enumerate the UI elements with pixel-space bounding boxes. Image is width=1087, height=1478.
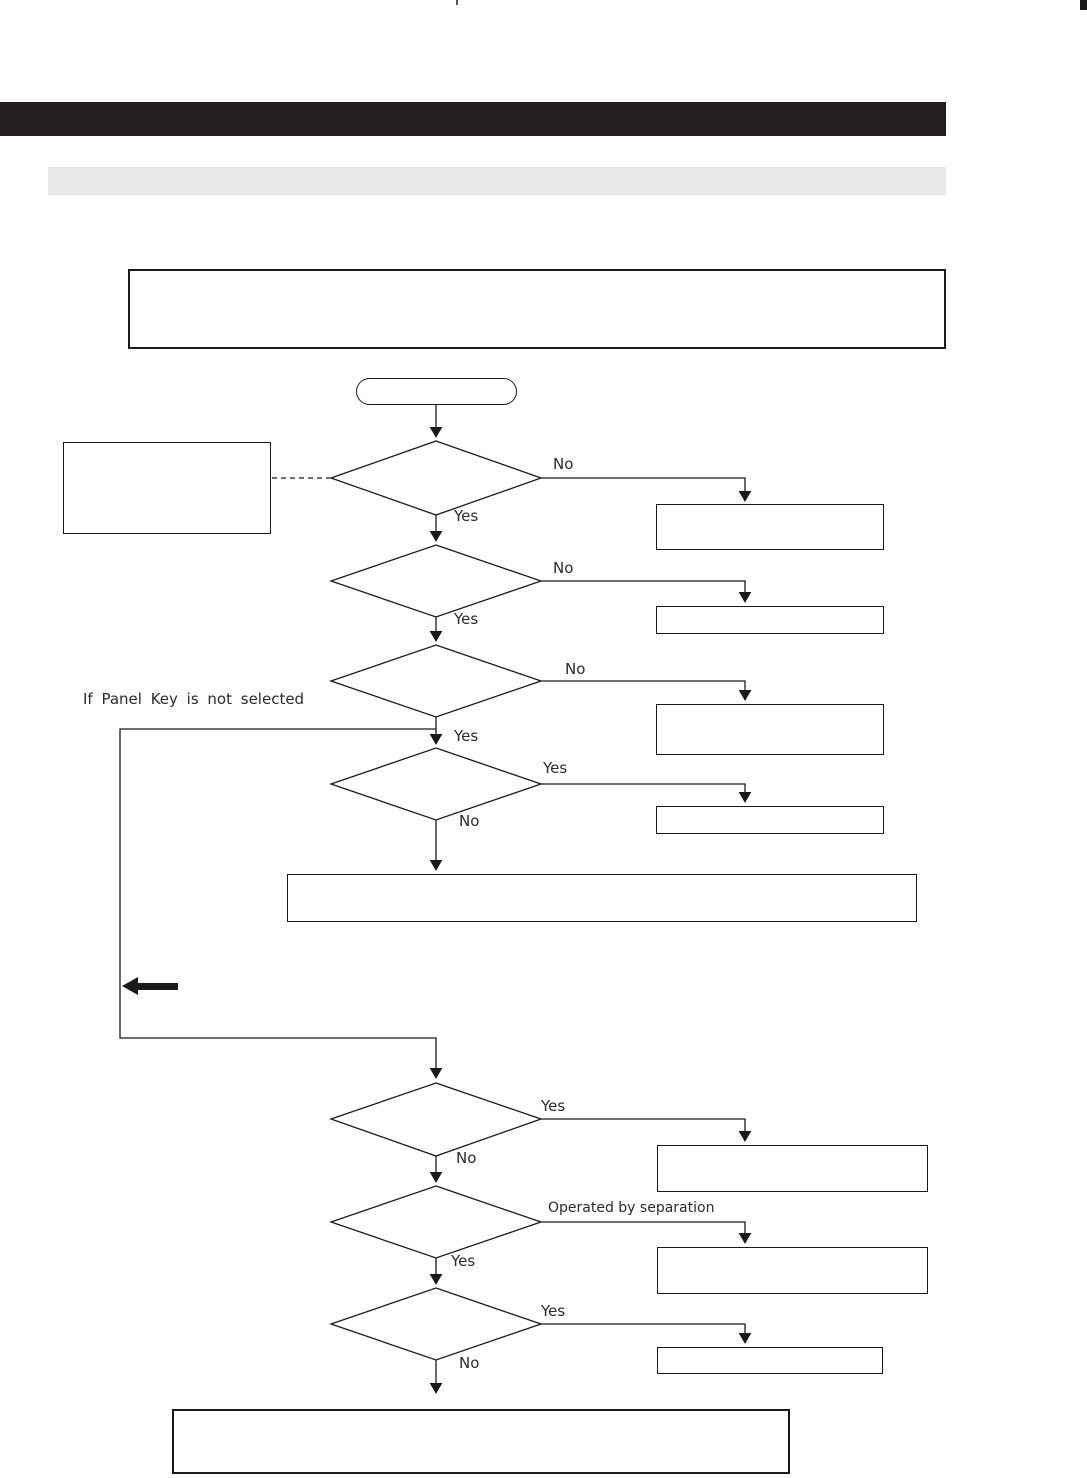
panel-key-annotation: If Panel Key is not selected	[83, 690, 305, 708]
result-box-7	[657, 1347, 883, 1374]
branch-label-d3-yes: Yes	[454, 727, 479, 745]
result-box-1	[656, 504, 884, 550]
process-box-wide	[287, 874, 917, 922]
top-tick-mark	[456, 0, 458, 5]
decision-5	[329, 1082, 543, 1157]
branch-d1-no	[541, 477, 752, 502]
section-header-bar	[0, 102, 946, 136]
result-box-2	[656, 606, 884, 634]
decision-7	[328, 1287, 544, 1361]
branch-label-d3-no: No	[565, 660, 586, 678]
branch-d3-no	[541, 680, 752, 701]
branch-label-d5-yes: Yes	[541, 1097, 566, 1115]
branch-d7-yes	[541, 1323, 752, 1344]
decision-2	[328, 544, 544, 618]
branch-d6-separation	[541, 1221, 752, 1244]
side-note-box	[63, 442, 271, 534]
branch-label-d7-no: No	[459, 1354, 480, 1372]
branch-label-d6-separation: Operated by separation	[548, 1200, 715, 1216]
branch-label-d1-no: No	[553, 455, 574, 473]
top-right-mark	[1080, 0, 1087, 10]
start-node	[356, 378, 517, 405]
branch-label-d6-yes: Yes	[451, 1252, 476, 1270]
branch-d5-yes	[541, 1118, 752, 1142]
decision-4	[328, 747, 544, 821]
intro-note-box	[128, 269, 946, 349]
branch-label-d7-yes: Yes	[541, 1302, 566, 1320]
branch-d2-no	[541, 580, 752, 603]
branch-label-d4-no: No	[459, 812, 480, 830]
decision-6	[328, 1185, 544, 1259]
branch-label-d2-no: No	[553, 559, 574, 577]
result-box-5	[657, 1145, 928, 1192]
result-box-3	[656, 704, 884, 755]
decision-3	[328, 644, 544, 718]
subsection-bar	[48, 167, 946, 195]
result-box-6	[657, 1247, 928, 1294]
branch-label-d4-yes: Yes	[543, 759, 568, 777]
branch-label-d1-yes: Yes	[454, 507, 479, 525]
branch-label-d5-no: No	[456, 1149, 477, 1167]
end-box	[172, 1409, 790, 1474]
back-arrow-icon	[122, 977, 178, 995]
branch-label-d2-yes: Yes	[454, 610, 479, 628]
result-box-4	[656, 806, 884, 834]
branch-d4-yes	[541, 783, 752, 803]
decision-1	[329, 440, 543, 516]
